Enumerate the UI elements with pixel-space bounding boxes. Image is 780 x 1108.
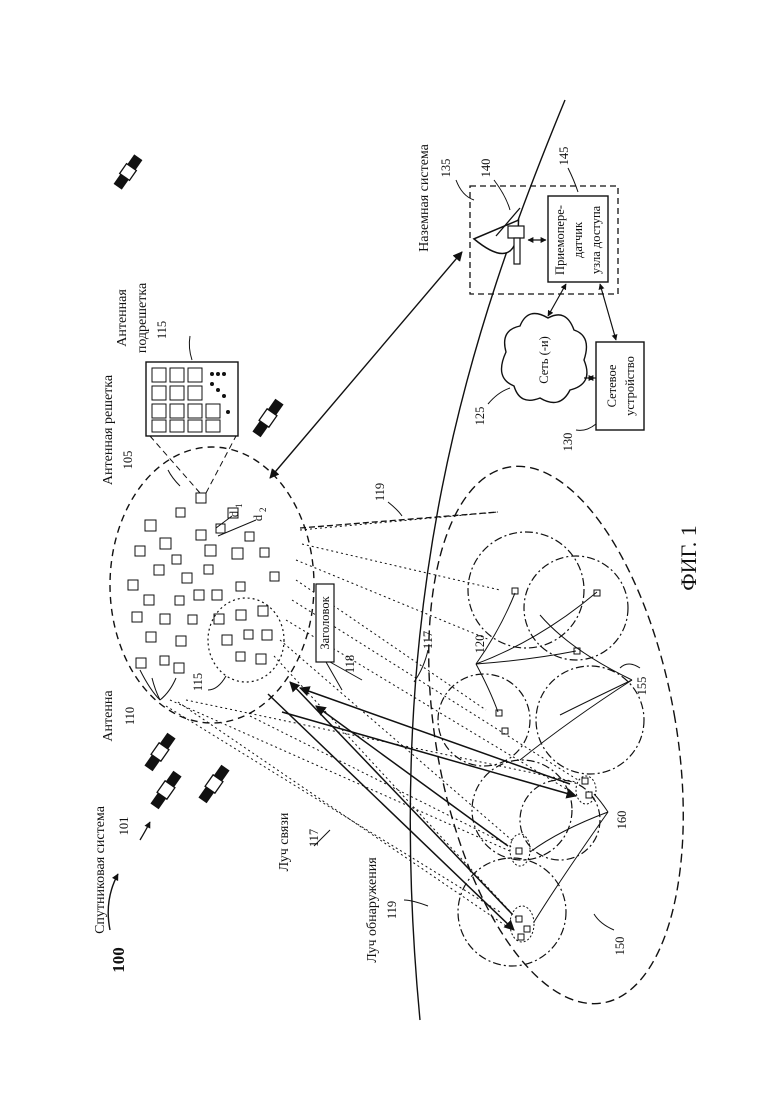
antenna-array-number: 105 bbox=[121, 451, 135, 470]
subarray-inner-leader bbox=[208, 676, 226, 690]
dish-antenna-icon bbox=[474, 208, 530, 264]
figure-caption: ФИГ. 1 bbox=[676, 525, 701, 591]
svg-text:d: d bbox=[251, 514, 265, 521]
d2-label: d 2 bbox=[251, 508, 268, 522]
satellite-icon bbox=[144, 732, 177, 772]
antenna-leaders bbox=[140, 670, 176, 700]
satellite-system-arrow bbox=[140, 822, 150, 840]
satellite-system-number: 101 bbox=[117, 817, 131, 836]
communication-beams bbox=[268, 682, 576, 930]
device-leader bbox=[576, 424, 596, 430]
header-number: 118 bbox=[343, 655, 357, 673]
ground-system-number: 135 bbox=[439, 159, 453, 178]
beam-cells bbox=[438, 532, 644, 966]
header-leader bbox=[326, 662, 342, 690]
figure-number: 100 bbox=[109, 947, 128, 973]
network-device-label-1: Сетевое bbox=[605, 364, 619, 407]
satellite-system-label: Спутниковая система bbox=[93, 805, 108, 934]
cell-150-number: 150 bbox=[613, 937, 627, 956]
ground-system-label: Наземная система bbox=[417, 143, 432, 252]
svg-text:2: 2 bbox=[258, 508, 268, 513]
transceiver-network-link bbox=[548, 284, 566, 316]
dish-number: 140 bbox=[479, 159, 493, 178]
array-leader bbox=[168, 470, 180, 486]
antenna-array-outline bbox=[110, 447, 314, 723]
detect-beam-label: Луч обнаружения bbox=[365, 857, 380, 963]
d1-label: d 1 bbox=[227, 504, 244, 518]
network-leader bbox=[488, 388, 510, 404]
detection-beam-119 bbox=[300, 512, 498, 528]
ground-system-leader bbox=[456, 180, 474, 200]
coverage-150-leader bbox=[594, 914, 614, 930]
detect-beam-leader bbox=[404, 900, 428, 906]
beam-119-leader bbox=[388, 502, 402, 516]
detect-beam-number: 119 bbox=[385, 901, 399, 919]
satellite-icon bbox=[113, 154, 143, 190]
cell-155-leaders bbox=[520, 615, 640, 760]
dish-leader bbox=[494, 180, 510, 210]
figure-number-arrow bbox=[108, 874, 118, 930]
comm-beam-label: Луч связи bbox=[277, 812, 292, 871]
beam-117-number: 117 bbox=[421, 631, 435, 649]
transceiver-leader bbox=[568, 168, 578, 192]
callout-line-left bbox=[150, 436, 200, 493]
callout-line-right bbox=[206, 436, 236, 493]
feeder-link bbox=[270, 252, 462, 478]
transceiver-label-1: Приемопере- bbox=[553, 205, 567, 275]
satellite-icon bbox=[198, 764, 231, 804]
transceiver-device-link bbox=[600, 284, 616, 340]
antenna-array-label: Антенная решетка bbox=[101, 374, 116, 485]
comm-beam-number: 117 bbox=[307, 829, 321, 847]
antenna-number: 110 bbox=[123, 707, 137, 725]
beam-119-number: 119 bbox=[373, 483, 387, 501]
satellite-icon bbox=[252, 398, 285, 438]
transceiver-number: 145 bbox=[557, 147, 571, 166]
subarray-leader bbox=[189, 336, 192, 360]
cell-160-leaders bbox=[530, 794, 608, 922]
antenna-subarray-number: 115 bbox=[155, 321, 169, 339]
cell-120-number: 120 bbox=[473, 635, 487, 654]
network-label: Сеть (-и) bbox=[537, 336, 551, 384]
antenna-subarray-label-1: Антенная bbox=[115, 289, 130, 347]
subarray-inner-number: 115 bbox=[191, 673, 205, 691]
header-label: Заголовок bbox=[318, 595, 332, 649]
antenna-subarray-label-2: подрешетка bbox=[135, 282, 150, 353]
cell-160-number: 160 bbox=[615, 811, 629, 830]
svg-text:1: 1 bbox=[234, 504, 244, 509]
network-device-label-2: устройство bbox=[623, 356, 637, 416]
cell-155-number: 155 bbox=[635, 677, 649, 696]
network-device-number: 130 bbox=[561, 433, 575, 452]
antenna-label: Антенна bbox=[101, 690, 116, 742]
transceiver-label-2: датчик bbox=[571, 221, 585, 258]
transceiver-label-3: узла доступа bbox=[589, 205, 603, 274]
satellite-icon bbox=[150, 770, 183, 810]
network-number: 125 bbox=[473, 407, 487, 426]
svg-text:d: d bbox=[227, 510, 241, 517]
